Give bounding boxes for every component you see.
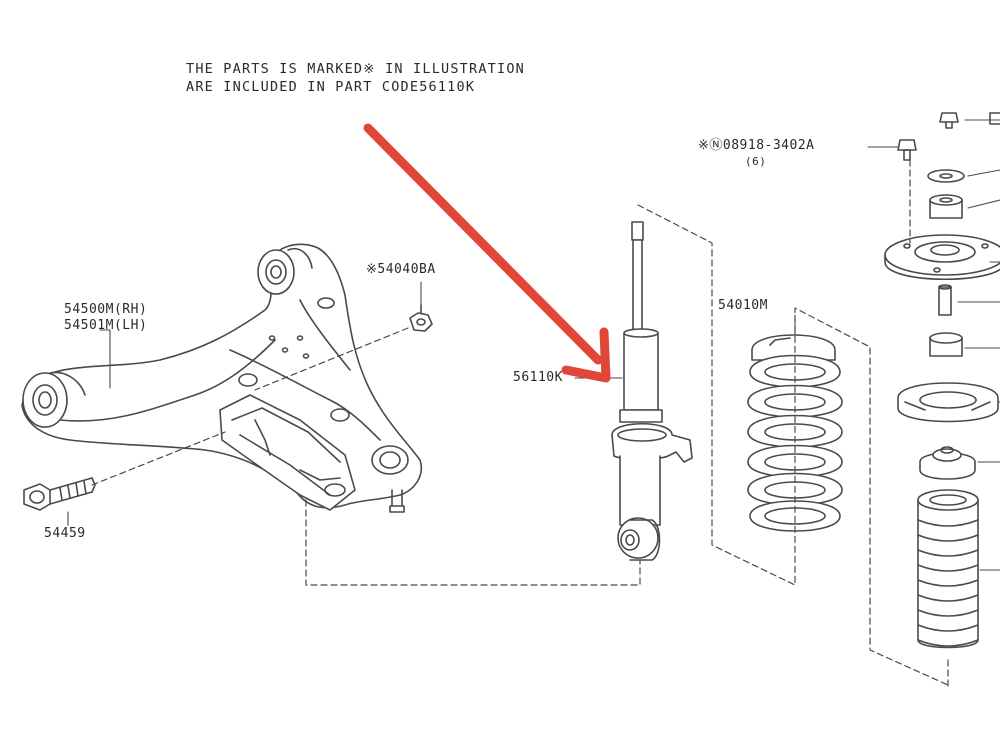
label-nut-quantity: (6) — [745, 155, 767, 168]
assembly-dashed-lines — [91, 159, 949, 691]
red-pointer-arrow — [363, 123, 611, 383]
note-line-1: THE PARTS IS MARKED※ IN ILLUSTRATION — [186, 61, 525, 77]
strut-mount-stack — [884, 112, 1000, 649]
label-spring-54010M: 54010M — [718, 298, 768, 313]
shock-absorber-56110K — [611, 221, 693, 561]
label-lower-arm-rh: 54500M(RH) — [64, 302, 148, 317]
label-nut-54040BA: ※54040BA — [366, 262, 436, 277]
label-lower-arm-lh: 54501M(LH) — [64, 318, 148, 333]
note-line-2: ARE INCLUDED IN PART CODE56110K — [186, 79, 476, 95]
leader-lines — [67, 119, 1000, 571]
bolt-54459 — [23, 477, 96, 511]
label-nut-08918-3402A: ※Ⓝ08918-3402A — [698, 138, 815, 153]
label-shock-56110K: 56110K — [513, 370, 563, 385]
lower-control-arm — [21, 243, 422, 513]
label-bolt-54459: 54459 — [44, 526, 86, 541]
nut-54040BA — [409, 304, 433, 332]
